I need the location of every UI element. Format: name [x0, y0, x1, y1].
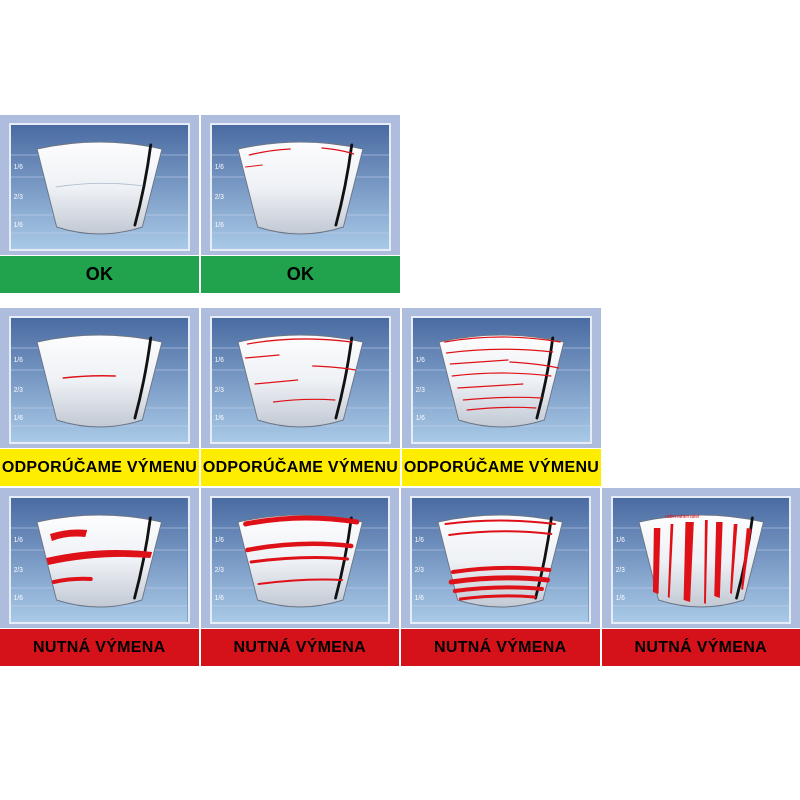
- wipe-pattern-vertical-smears: ratierratierratier 1/6 2/3 1/6: [610, 496, 791, 624]
- status-bar-recommend: ODPORÚČAME VÝMENU: [201, 448, 400, 486]
- status-label: NUTNÁ VÝMENA: [634, 638, 767, 656]
- zone-label-bottom: 1/6: [14, 595, 23, 602]
- streak-marks: [242, 515, 359, 585]
- streak-marks: [62, 375, 116, 379]
- streak-marks: [245, 147, 355, 168]
- wiper-wear-chart: 1/6 2/3 1/6 OK 1/6 2/3: [0, 115, 800, 666]
- zone-label-middle: 2/3: [215, 194, 224, 201]
- zone-label-middle: 2/3: [415, 567, 424, 574]
- zone-label-bottom: 1/6: [615, 595, 624, 602]
- wipe-pattern-single-thin-streak: 1/6 2/3 1/6: [9, 316, 190, 444]
- zone-label-bottom: 1/6: [14, 415, 23, 422]
- windshield-panel: ratierratierratier 1/6 2/3 1/6: [602, 488, 800, 628]
- windshield-panel: 1/6 2/3 1/6: [201, 115, 400, 255]
- status-bar-ok: OK: [201, 255, 400, 293]
- streak-marks: [652, 520, 751, 604]
- windshield-panel: 1/6 2/3 1/6: [0, 308, 199, 448]
- chart-cell: 1/6 2/3 1/6 NUTNÁ VÝMENA: [401, 488, 600, 666]
- zone-label-bottom: 1/6: [14, 222, 23, 229]
- zone-label-top: 1/6: [14, 164, 23, 171]
- zone-label-bottom: 1/6: [415, 595, 424, 602]
- zone-label-middle: 2/3: [615, 567, 624, 574]
- zone-label-bottom: 1/6: [215, 415, 224, 422]
- streak-marks: [46, 529, 153, 584]
- zone-label-top: 1/6: [214, 537, 223, 544]
- zone-label-top: 1/6: [416, 357, 425, 364]
- streak-marks: [55, 182, 144, 188]
- wiper-sweep-fan-icon: [612, 498, 790, 622]
- windshield-panel: 1/6 2/3 1/6: [201, 488, 400, 628]
- status-bar-replace: NUTNÁ VÝMENA: [401, 628, 600, 666]
- chart-cell: 1/6 2/3 1/6 NUTNÁ VÝMENA: [0, 488, 199, 666]
- zone-label-bottom: 1/6: [416, 415, 425, 422]
- row-status-recommend: 1/6 2/3 1/6 ODPORÚČAME VÝMENU: [0, 308, 800, 486]
- wiper-sweep-fan-icon: [11, 125, 188, 249]
- zone-label-top: 1/6: [215, 164, 224, 171]
- status-label: ODPORÚČAME VÝMENU: [202, 458, 399, 476]
- status-label: OK: [286, 264, 315, 284]
- wiper-sweep-fan-icon: [10, 498, 188, 622]
- status-bar-replace: NUTNÁ VÝMENA: [0, 628, 199, 666]
- zone-label-bottom: 1/6: [214, 595, 223, 602]
- zone-label-bottom: 1/6: [215, 222, 224, 229]
- wipe-pattern-dense-bottom-streaks: 1/6 2/3 1/6: [410, 496, 591, 624]
- streak-marks: [444, 336, 561, 411]
- zone-label-middle: 2/3: [14, 567, 23, 574]
- status-bar-recommend: ODPORÚČAME VÝMENU: [0, 448, 199, 486]
- row-status-ok: 1/6 2/3 1/6 OK 1/6 2/3: [0, 115, 800, 293]
- zone-label-middle: 2/3: [14, 194, 23, 201]
- wiper-sweep-fan-icon: [212, 125, 389, 249]
- row-status-replace: 1/6 2/3 1/6 NUTNÁ VÝMENA: [0, 488, 800, 666]
- status-label: NUTNÁ VÝMENA: [434, 638, 567, 656]
- status-bar-ok: OK: [0, 255, 199, 293]
- windshield-panel: 1/6 2/3 1/6: [402, 308, 601, 448]
- chart-cell: 1/6 2/3 1/6 OK: [0, 115, 199, 293]
- zone-label-top: 1/6: [215, 357, 224, 364]
- status-bar-replace: NUTNÁ VÝMENA: [200, 628, 399, 666]
- wipe-pattern-light-top-streaks: 1/6 2/3 1/6: [210, 123, 391, 251]
- status-label: OK: [85, 264, 114, 284]
- chart-cell: 1/6 2/3 1/6 OK: [201, 115, 400, 293]
- streak-marks: [244, 338, 357, 403]
- zone-label-top: 1/6: [14, 537, 23, 544]
- zone-label-middle: 2/3: [215, 387, 224, 394]
- status-label: ODPORÚČAME VÝMENU: [403, 458, 600, 476]
- windshield-panel: 1/6 2/3 1/6: [0, 115, 199, 255]
- wipe-pattern-many-thin-streaks: 1/6 2/3 1/6: [411, 316, 592, 444]
- chart-cell: 1/6 2/3 1/6 ODPORÚČAME VÝMENU: [0, 308, 199, 486]
- status-label: NUTNÁ VÝMENA: [233, 638, 366, 656]
- zone-label-middle: 2/3: [416, 387, 425, 394]
- wipe-pattern-clean: 1/6 2/3 1/6: [9, 123, 190, 251]
- zone-label-top: 1/6: [14, 357, 23, 364]
- chart-cell: ratierratierratier 1/6 2/3 1/6 NUTNÁ VÝM…: [601, 488, 800, 666]
- chart-cell: 1/6 2/3 1/6 ODPORÚČAME VÝMENU: [201, 308, 400, 486]
- wiper-sweep-fan-icon: [212, 318, 389, 442]
- wipe-pattern-several-thin-streaks: 1/6 2/3 1/6: [210, 316, 391, 444]
- windshield-panel: 1/6 2/3 1/6: [0, 488, 199, 628]
- zone-label-middle: 2/3: [214, 567, 223, 574]
- status-bar-recommend: ODPORÚČAME VÝMENU: [402, 448, 601, 486]
- wipe-pattern-thick-smears: 1/6 2/3 1/6: [9, 496, 190, 624]
- zone-label-top: 1/6: [415, 537, 424, 544]
- wiper-sweep-fan-icon: [411, 498, 589, 622]
- wipe-pattern-heavy-wide-streaks: 1/6 2/3 1/6: [209, 496, 390, 624]
- status-bar-replace: NUTNÁ VÝMENA: [601, 628, 800, 666]
- windshield-panel: 1/6 2/3 1/6: [201, 308, 400, 448]
- windshield-panel: 1/6 2/3 1/6: [401, 488, 600, 628]
- streak-marks: [444, 519, 556, 601]
- zone-label-top: 1/6: [615, 537, 624, 544]
- zone-label-middle: 2/3: [14, 387, 23, 394]
- watermark-text: ratierratierratier: [665, 514, 700, 520]
- wiper-sweep-fan-icon: [11, 318, 188, 442]
- status-label: NUTNÁ VÝMENA: [33, 638, 166, 656]
- chart-cell: 1/6 2/3 1/6 NUTNÁ VÝMENA: [200, 488, 400, 666]
- status-label: ODPORÚČAME VÝMENU: [1, 458, 198, 476]
- chart-cell: 1/6 2/3 1/6 ODPORÚČAME VÝMENU: [402, 308, 601, 486]
